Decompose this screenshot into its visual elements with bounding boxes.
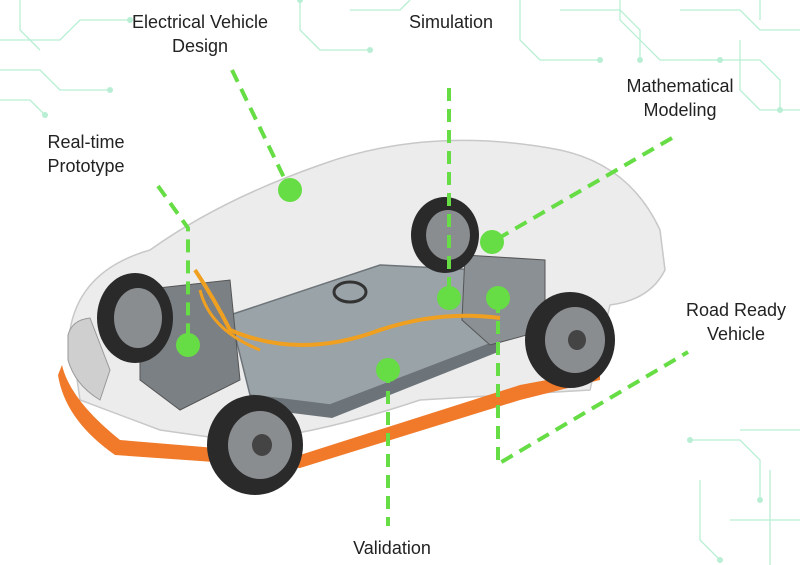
label-realtime-prototype-line2: Prototype: [47, 156, 125, 176]
ev-design-dot-marker: [278, 178, 302, 202]
label-ev-design-line1: Electrical Vehicle: [131, 12, 269, 32]
wheel-rear-right: [525, 292, 615, 388]
wheel-rear-left: [411, 197, 479, 273]
circuit-node-dots: [42, 0, 783, 563]
label-math-modeling-line2: Modeling: [643, 100, 717, 120]
markers: [176, 178, 510, 382]
steering-wheel: [332, 280, 368, 304]
front-grille: [67, 317, 111, 401]
label-validation-text: Validation: [353, 538, 431, 558]
leader-math-modeling: [490, 136, 674, 244]
label-ev-design-line2: Design: [171, 36, 229, 56]
simulation-dot-marker: [437, 286, 461, 310]
label-road-ready-line1: Road Ready: [685, 300, 787, 320]
wheel-front-left: [97, 273, 173, 363]
electric-car-chassis-cutaway: [58, 139, 666, 495]
validation-dot-marker: [376, 358, 400, 382]
label-ev-design: Electrical Vehicle Design: [112, 10, 288, 58]
math-modeling-dot-marker: [480, 230, 504, 254]
label-validation: Validation: [332, 536, 452, 560]
leader-lines: [156, 69, 690, 526]
label-math-modeling-line1: Mathematical: [626, 76, 734, 96]
leader-road-ready: [496, 300, 690, 468]
leader-ev-design: [230, 69, 292, 191]
road-ready-dot-marker: [486, 286, 510, 310]
leader-realtime-prototype: [156, 184, 190, 345]
realtime-prototype-dot-marker: [176, 333, 200, 357]
label-road-ready-line2: Vehicle: [706, 324, 766, 344]
undertray: [58, 365, 600, 468]
label-math-modeling: Mathematical Modeling: [606, 74, 754, 122]
label-simulation-text: Simulation: [408, 12, 494, 32]
wheel-front-right: [207, 395, 303, 495]
label-realtime-prototype: Real-time Prototype: [30, 130, 142, 178]
label-road-ready: Road Ready Vehicle: [672, 298, 800, 346]
wiring-harness: [193, 268, 501, 347]
label-simulation: Simulation: [396, 10, 506, 34]
label-realtime-prototype-line1: Real-time: [47, 132, 125, 152]
